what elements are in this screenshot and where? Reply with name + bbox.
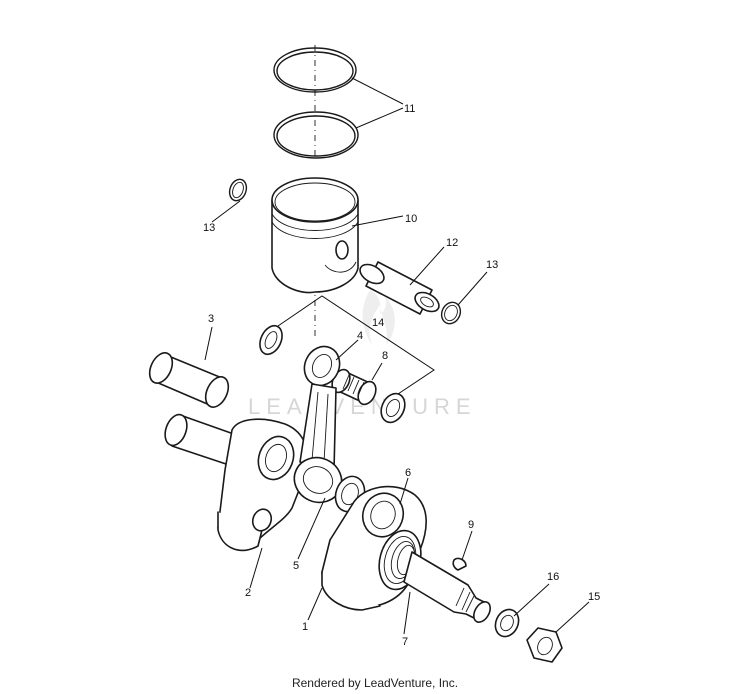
callout-11: 11 — [404, 103, 415, 115]
callout-15: 15 — [588, 591, 600, 603]
flame-logo — [362, 290, 395, 345]
callout-10: 10 — [405, 213, 417, 225]
circlip-left — [228, 178, 248, 202]
callout-3: 3 — [208, 313, 214, 325]
crank-pin — [148, 352, 230, 408]
main-shaft — [403, 551, 491, 623]
circlip-right — [440, 301, 462, 325]
piston-ring-lower — [273, 111, 359, 159]
callout-8: 8 — [382, 350, 388, 362]
thrust-washer-left — [259, 324, 283, 356]
callout-12: 12 — [446, 237, 458, 249]
washer-bracket-line — [277, 295, 435, 395]
crank-half-left — [164, 413, 309, 552]
leader-lines — [204, 77, 590, 635]
thrust-washer-right — [380, 392, 406, 424]
callout-4: 4 — [357, 330, 363, 342]
callout-7: 7 — [402, 636, 408, 648]
callout-1: 1 — [302, 621, 308, 633]
callout-5: 5 — [293, 560, 299, 572]
piston — [271, 177, 359, 294]
callout-13-right: 13 — [486, 259, 498, 271]
callout-labels: 11 10 12 13 13 3 14 4 8 6 9 5 16 2 15 1 … — [203, 103, 600, 648]
connecting-rod — [293, 345, 343, 504]
callout-14: 14 — [372, 317, 384, 329]
callout-2: 2 — [245, 587, 251, 599]
callout-13-left: 13 — [203, 222, 215, 234]
hex-nut — [526, 627, 563, 663]
piston-ring-upper — [273, 47, 357, 93]
callout-9: 9 — [468, 519, 474, 531]
callout-16: 16 — [547, 571, 559, 583]
piston-pin — [359, 261, 440, 315]
callout-6: 6 — [405, 467, 411, 479]
footer-credit: Rendered by LeadVenture, Inc. — [291, 676, 459, 690]
woodruff-key — [452, 557, 467, 571]
lock-washer — [494, 608, 520, 638]
